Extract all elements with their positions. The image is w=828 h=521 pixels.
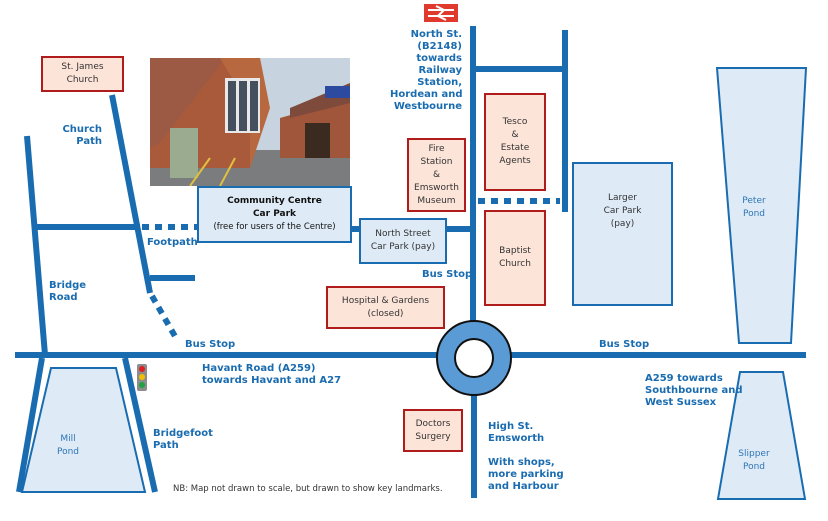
mill-pond — [20, 367, 147, 493]
footpath-label: Footpath — [147, 237, 198, 248]
st-james-church: St. James Church — [41, 56, 124, 92]
traffic-light-icon — [137, 364, 147, 391]
fire-station-label-2: Station — [420, 156, 453, 167]
slipper-pond — [716, 371, 807, 500]
peter-pond — [715, 67, 808, 344]
fire-station-museum: Fire Station & Emsworth Museum — [407, 138, 466, 212]
community-carpark-label-1: Community Centre — [227, 196, 322, 206]
north-street-carpark-label-1: North Street — [375, 229, 431, 239]
hospital-label-1: Hospital & Gardens — [341, 295, 430, 306]
bridge-road-label: Bridge Road — [49, 280, 87, 303]
a259-east-label: A259 towards Southbourne and West Sussex — [645, 373, 743, 408]
high-street-label: High St. Emsworth — [488, 421, 545, 444]
mill-pond-label: Mill Pond — [56, 434, 80, 457]
larger-car-park: Larger Car Park (pay) — [572, 162, 673, 306]
north-street-label: North St. (B2148) towards Railway Statio… — [390, 29, 463, 112]
hospital-gardens: Hospital & Gardens (closed) — [326, 286, 445, 329]
doctors-surgery: Doctors Surgery — [403, 409, 463, 452]
fire-station-label-1: Fire — [428, 143, 445, 154]
tesco-label-1: Tesco — [502, 117, 528, 127]
fire-station-label-4: Emsworth — [414, 182, 459, 193]
bridge-road — [24, 135, 48, 356]
larger-carpark-label-2: Car Park — [603, 206, 642, 216]
fire-station-label-5: Museum — [417, 195, 456, 206]
church-path-label: Church Path — [62, 124, 102, 147]
north-street-carpark-label-2: Car Park (pay) — [370, 242, 436, 252]
hospital-label-2: (closed) — [367, 308, 404, 319]
baptist-church: Baptist Church — [484, 210, 546, 306]
baptist-label-2: Church — [499, 259, 531, 269]
roundabout-icon — [436, 320, 512, 396]
fire-station-label-3: & — [432, 169, 441, 180]
church-path — [109, 94, 153, 294]
bus-stop-north-label: Bus Stop — [422, 269, 473, 280]
slipper-pond-label: Slipper Pond — [738, 449, 770, 472]
tesco-label-2: & — [511, 130, 519, 140]
community-centre-car-park: Community Centre Car Park (free for user… — [197, 186, 352, 243]
peter-pond-label: Peter Pond — [742, 196, 766, 219]
bridge-road-south — [16, 357, 45, 493]
community-carpark-label-3: (free for users of the Centre) — [213, 222, 336, 232]
havant-road-label: Havant Road (A259) towards Havant and A2… — [202, 363, 342, 386]
tesco-estate-agents: Tesco & Estate Agents — [484, 93, 546, 191]
national-rail-icon — [424, 4, 458, 22]
scale-note: NB: Map not drawn to scale, but drawn to… — [173, 484, 443, 494]
tesco-label-3: Estate — [500, 143, 530, 153]
larger-carpark-label-3: (pay) — [610, 219, 635, 229]
bridgefoot-path — [122, 357, 158, 493]
bus-stop-east-label: Bus Stop — [599, 339, 650, 350]
bus-stop-west-label: Bus Stop — [185, 339, 236, 350]
baptist-label-1: Baptist — [499, 246, 531, 256]
high-street-note: With shops, more parking and Harbour — [488, 457, 564, 492]
doctors-label-1: Doctors — [415, 418, 451, 429]
st-james-label-2: Church — [66, 75, 99, 85]
st-james-label-1: St. James — [61, 62, 104, 72]
north-street-car-park: North Street Car Park (pay) — [359, 218, 447, 264]
larger-carpark-label-1: Larger — [607, 193, 638, 203]
bridgefoot-path-label: Bridgefoot Path — [153, 428, 213, 451]
bus-stop-path-dotted — [149, 294, 179, 340]
tesco-label-4: Agents — [499, 156, 531, 166]
doctors-label-2: Surgery — [415, 431, 451, 442]
community-centre-photo — [150, 58, 350, 186]
community-carpark-label-2: Car Park — [252, 209, 297, 219]
